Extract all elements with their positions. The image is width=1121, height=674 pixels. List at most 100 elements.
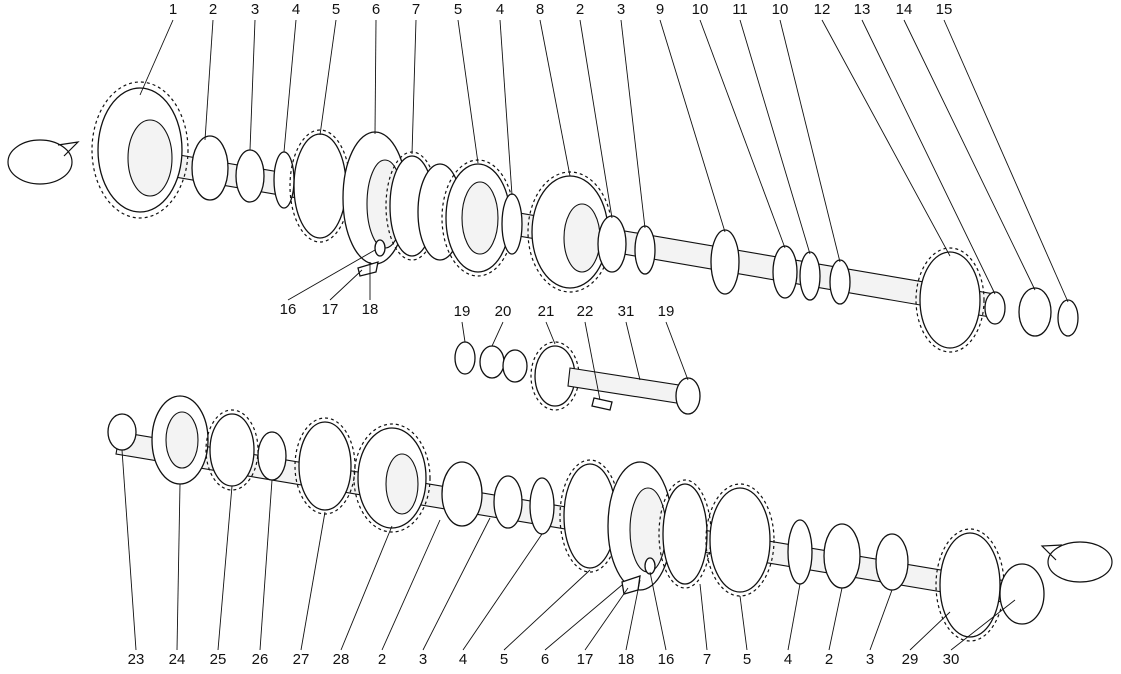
leader-line bbox=[217, 485, 233, 651]
part-callout-label: 29 bbox=[902, 651, 919, 668]
part-callout-label: 17 bbox=[322, 301, 339, 318]
leader-line bbox=[620, 19, 646, 229]
part-callout-label: 3 bbox=[617, 1, 625, 18]
main-shaft-assembly bbox=[91, 81, 1079, 353]
leader-line bbox=[699, 583, 708, 651]
leader-line bbox=[461, 321, 466, 343]
part-callout-label: 17 bbox=[577, 651, 594, 668]
part-callout-label: 7 bbox=[412, 1, 420, 18]
part-callout-label: 28 bbox=[333, 651, 350, 668]
part-callout-label: 13 bbox=[854, 1, 871, 18]
leader-line bbox=[491, 321, 504, 347]
part-callout-label: 4 bbox=[496, 1, 504, 18]
leader-line bbox=[329, 269, 363, 301]
part-callout-label: 8 bbox=[536, 1, 544, 18]
part-callout-label: 10 bbox=[772, 1, 789, 18]
leader-line bbox=[457, 19, 479, 164]
part-callout-label: 5 bbox=[454, 1, 462, 18]
part-callout-label: 31 bbox=[618, 303, 635, 320]
part-callout-label: 5 bbox=[743, 651, 751, 668]
leader-line bbox=[287, 249, 376, 301]
leader-line bbox=[422, 517, 491, 651]
leader-line bbox=[374, 19, 377, 135]
leader-line bbox=[249, 19, 256, 151]
gear-part-1 bbox=[91, 81, 189, 219]
leader-line bbox=[139, 19, 174, 96]
leader-line bbox=[625, 579, 641, 651]
part-callout-label: 20 bbox=[495, 303, 512, 320]
leader-line bbox=[739, 595, 748, 651]
part-callout-label: 3 bbox=[866, 651, 874, 668]
part-callout-label: 18 bbox=[618, 651, 635, 668]
leader-line bbox=[861, 19, 996, 295]
leader-line bbox=[665, 321, 689, 381]
part-callout-label: 4 bbox=[459, 651, 467, 668]
leader-line bbox=[259, 479, 273, 651]
leader-line bbox=[579, 19, 613, 219]
idler-shaft-assembly bbox=[454, 341, 701, 415]
part-callout-label: 24 bbox=[169, 651, 186, 668]
part-callout-label: 2 bbox=[209, 1, 217, 18]
part-callout-label: 4 bbox=[784, 651, 792, 668]
leader-line bbox=[909, 611, 951, 651]
part-callout-label: 23 bbox=[128, 651, 145, 668]
leader-line bbox=[545, 321, 556, 345]
part-callout-label: 6 bbox=[372, 1, 380, 18]
part-callout-label: 2 bbox=[378, 651, 386, 668]
leader-line bbox=[739, 19, 811, 255]
leader-line bbox=[828, 587, 843, 651]
part-callout-label: 10 bbox=[692, 1, 709, 18]
part-callout-label: 5 bbox=[500, 651, 508, 668]
part-callout-label: 9 bbox=[656, 1, 664, 18]
secondary-shaft-assembly bbox=[107, 395, 1045, 642]
leader-line bbox=[779, 19, 841, 263]
part-callout-label: 2 bbox=[576, 1, 584, 18]
part-callout-label: 21 bbox=[538, 303, 555, 320]
callouts-middle-row: 19 20 21 22 31 19 bbox=[454, 303, 689, 401]
leader-line bbox=[204, 19, 214, 141]
part-callout-label: 15 bbox=[936, 1, 953, 18]
part-callout-label: 5 bbox=[332, 1, 340, 18]
leader-line bbox=[381, 519, 441, 651]
leader-line bbox=[283, 19, 297, 153]
leader-line bbox=[584, 587, 629, 651]
part-callout-label: 14 bbox=[896, 1, 913, 18]
leader-line bbox=[544, 584, 623, 651]
part-callout-label: 19 bbox=[658, 303, 675, 320]
leader-line bbox=[539, 19, 571, 177]
leader-line bbox=[821, 19, 951, 257]
leader-line bbox=[499, 19, 513, 196]
part-callout-label: 1 bbox=[169, 1, 177, 18]
part-callout-label: 25 bbox=[210, 651, 227, 668]
part-callout-label: 30 bbox=[943, 651, 960, 668]
leader-line bbox=[176, 483, 181, 651]
part-callout-label: 4 bbox=[292, 1, 300, 18]
leader-line bbox=[659, 19, 726, 233]
leader-line bbox=[869, 589, 893, 651]
leader-line bbox=[319, 19, 337, 136]
leader-line bbox=[121, 449, 137, 651]
part-callout-label: 7 bbox=[703, 651, 711, 668]
leader-line bbox=[787, 583, 801, 651]
rotation-arrow-icon bbox=[1040, 541, 1113, 583]
part-callout-label: 3 bbox=[251, 1, 259, 18]
leader-line bbox=[649, 571, 667, 651]
leader-line bbox=[462, 533, 543, 651]
part-callout-label: 6 bbox=[541, 651, 549, 668]
part-callout-label: 19 bbox=[454, 303, 471, 320]
leader-line bbox=[340, 525, 393, 651]
leader-line bbox=[903, 19, 1036, 291]
leader-line bbox=[300, 511, 326, 651]
part-callout-label: 16 bbox=[280, 301, 297, 318]
leader-line bbox=[625, 321, 641, 381]
part-callout-label: 2 bbox=[825, 651, 833, 668]
part-callout-label: 11 bbox=[732, 1, 748, 18]
leader-line bbox=[584, 321, 601, 401]
part-callout-label: 22 bbox=[577, 303, 594, 320]
rotation-arrow-icon bbox=[7, 139, 80, 185]
leader-line bbox=[411, 19, 417, 155]
part-callout-label: 26 bbox=[252, 651, 269, 668]
